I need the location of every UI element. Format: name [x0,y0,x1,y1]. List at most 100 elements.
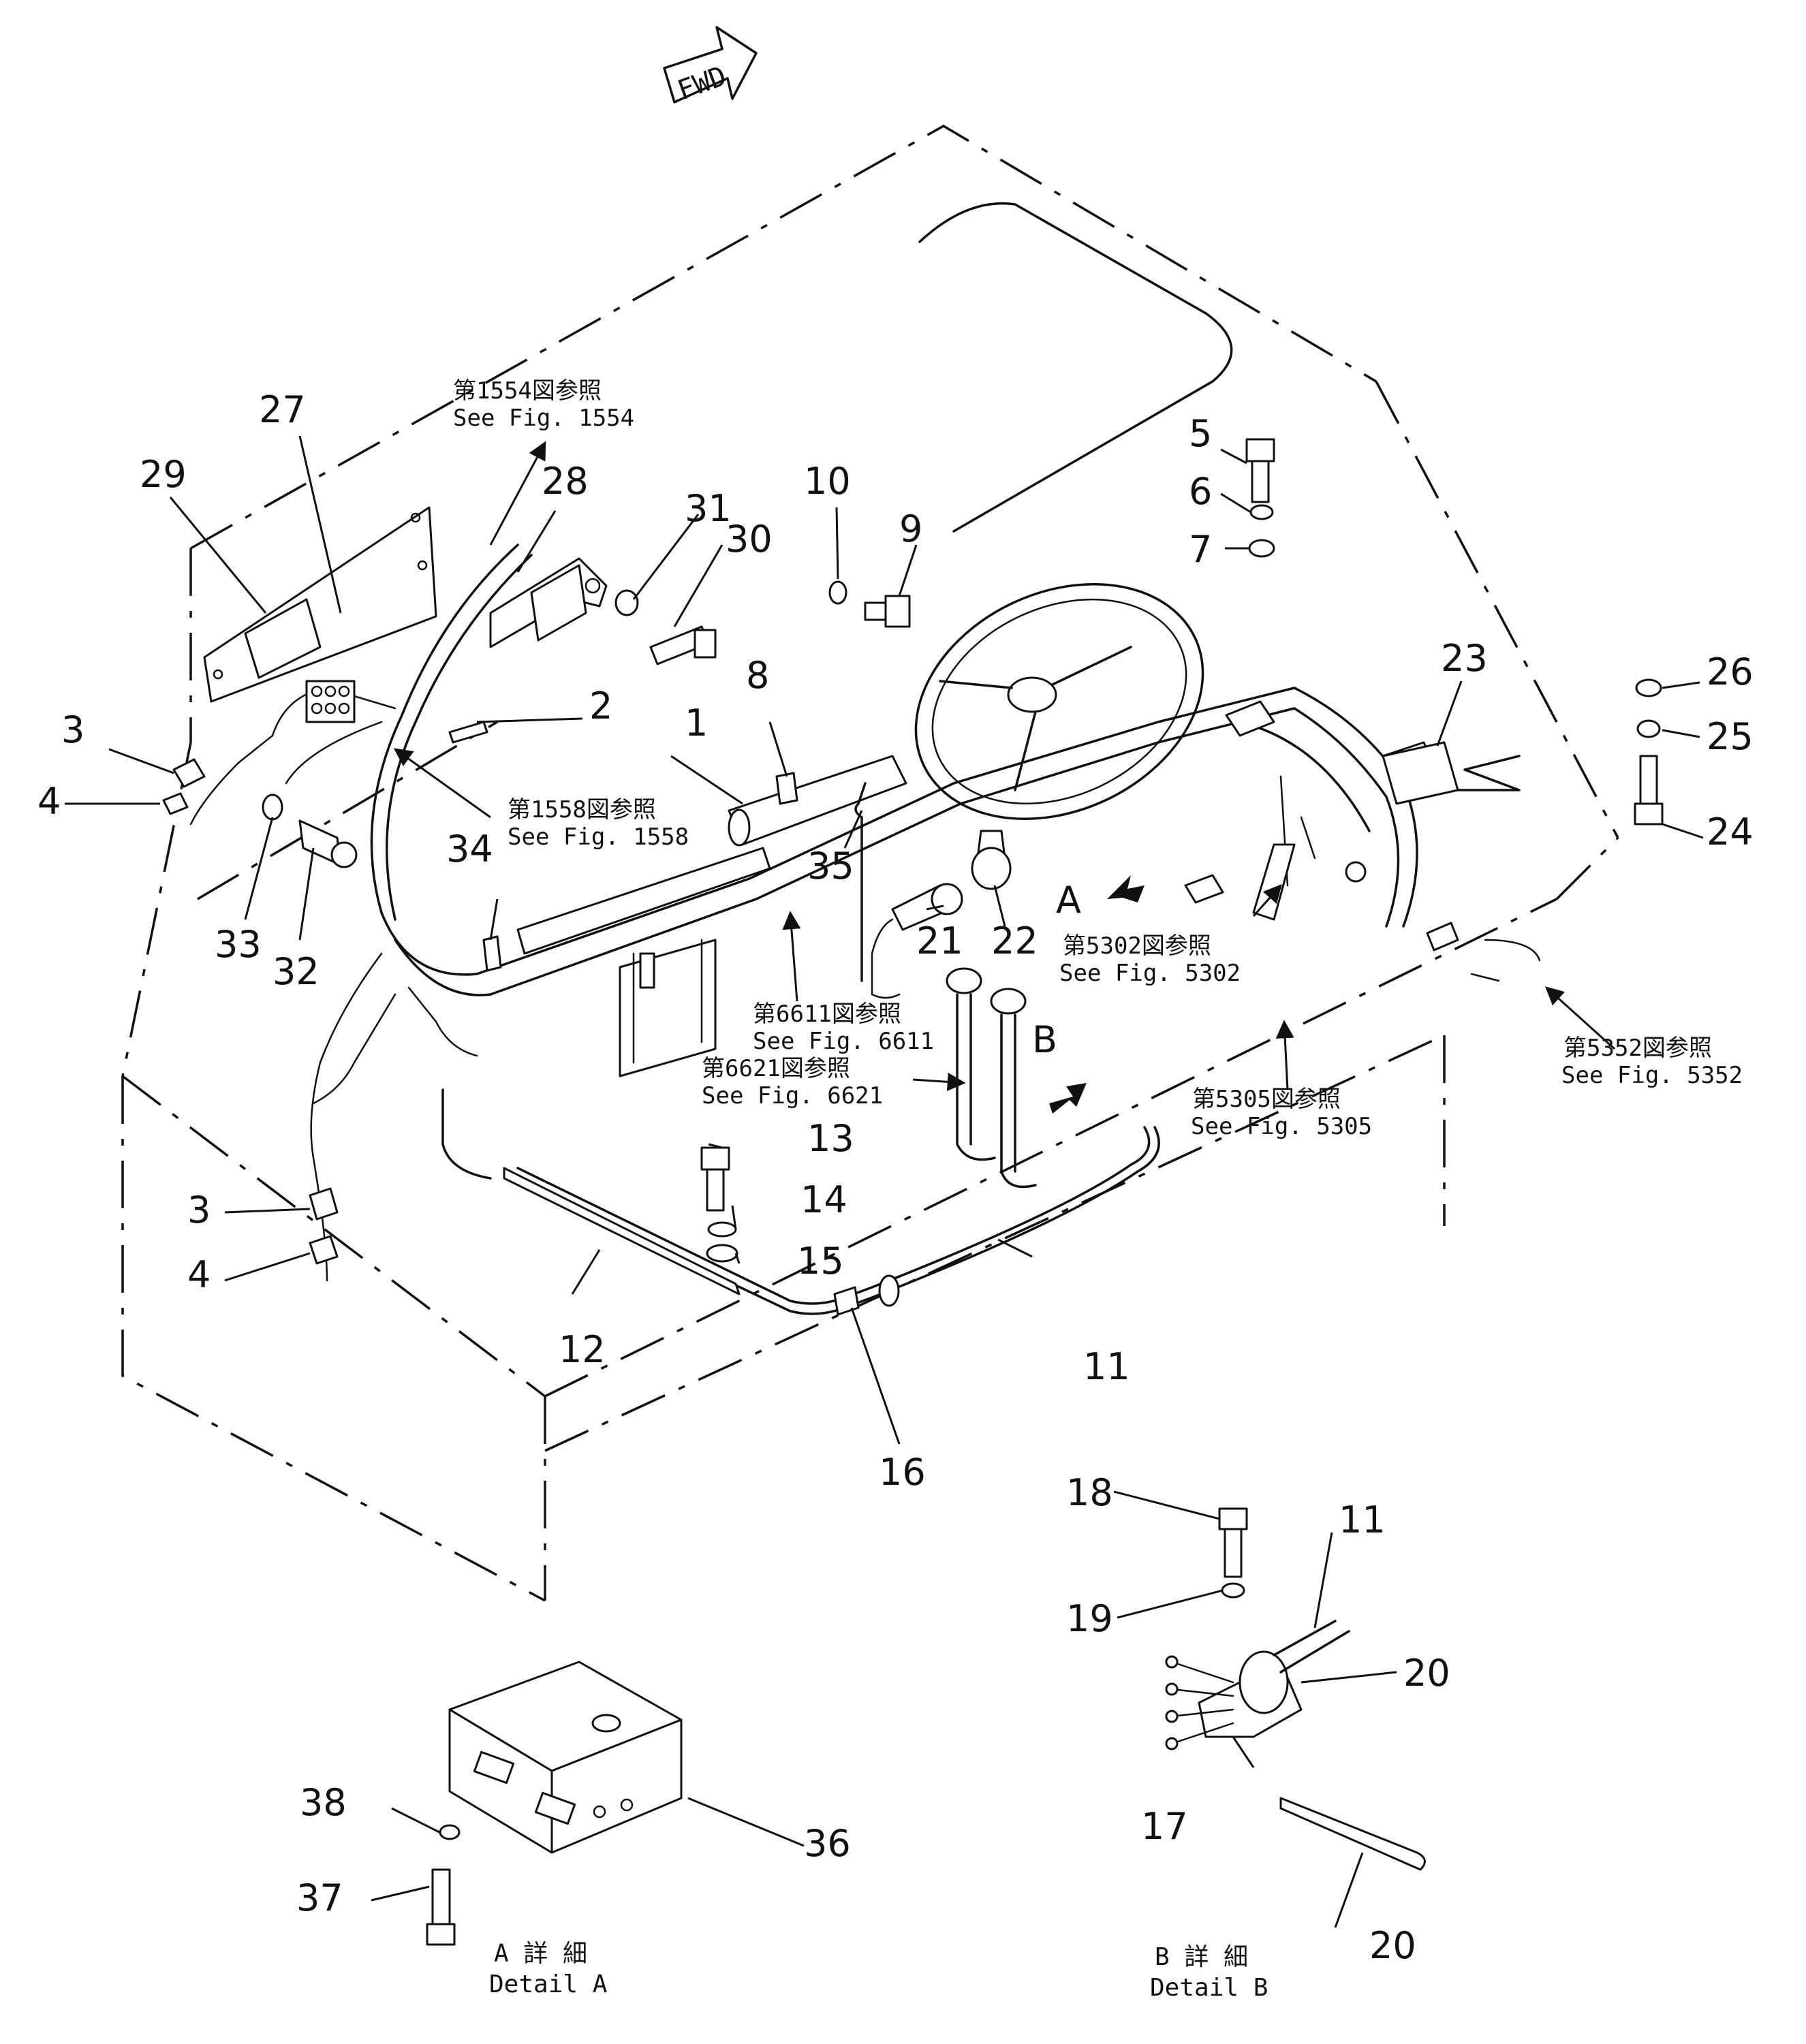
leader-lines [65,435,1704,1928]
callout-22: 22 [991,919,1038,962]
svg-text:See Fig. 5302: See Fig. 5302 [1059,960,1241,987]
callout-8: 8 [746,654,769,697]
lockwasher-25 [1636,719,1661,738]
svg-text:See Fig. 1554: See Fig. 1554 [453,405,634,432]
control-box-36 [448,1661,683,1854]
callout-18: 18 [1066,1471,1113,1514]
callout-7: 7 [1189,528,1212,571]
callout-11-detail: 11 [1339,1498,1386,1541]
svg-text:第5305図参照: 第5305図参照 [1192,1086,1341,1113]
bracket-28 [489,557,608,648]
clip-34 [482,935,502,972]
callout-11: 11 [1083,1345,1130,1388]
ref-fig5352: 第5352図参照 See Fig. 5352 [1561,1035,1743,1089]
view-b-arrow-icon [1049,1083,1087,1114]
callout-3: 3 [61,708,84,751]
svg-text:第5302図参照: 第5302図参照 [1063,932,1211,960]
cable-35 [854,782,867,982]
callout-numbers: 1 2 3 4 5 6 7 8 9 10 11 12 13 14 15 16 1… [37,388,1754,1967]
callout-1: 1 [685,702,708,744]
svg-text:第6621図参照: 第6621図参照 [702,1055,850,1082]
callout-38: 38 [300,1781,347,1824]
clamp-2 [448,721,488,744]
switch-22 [971,830,1012,890]
callout-33: 33 [215,923,262,966]
callout-17: 17 [1141,1805,1188,1848]
callout-35: 35 [807,845,854,887]
callout-37: 37 [296,1876,343,1919]
bolt-37 [426,1868,456,1946]
bolt-9 [864,595,911,628]
levers [946,967,1037,1189]
callout-21: 21 [916,919,963,962]
callout-24: 24 [1707,811,1754,853]
svg-text:Detail B: Detail B [1150,1974,1268,2002]
svg-text:B 詳 細: B 詳 細 [1155,1943,1248,1971]
bolt-13 [700,1146,730,1212]
washer-31 [614,589,639,616]
connector-3-bottom [309,1187,339,1221]
svg-text:See Fig. 5352: See Fig. 5352 [1561,1062,1743,1089]
svg-text:第1554図参照: 第1554図参照 [453,377,602,405]
lockwasher-6 [1249,504,1274,520]
washer-19 [1221,1582,1245,1599]
callout-4: 4 [37,780,61,823]
column-tube-1 [728,755,907,847]
callout-3-lower: 3 [187,1189,211,1231]
ref-fig1554: 第1554図参照 See Fig. 1554 [453,377,634,432]
svg-text:See Fig. 1558: See Fig. 1558 [508,823,689,851]
clip-16 [833,1286,860,1316]
bolt-24 [1634,755,1664,826]
washer-38 [439,1824,461,1840]
callout-20-top: 20 [1403,1652,1450,1695]
ref-fig5302: 第5302図参照 See Fig. 5302 [1059,932,1241,987]
callout-23: 23 [1441,637,1488,680]
connector-4-bottom [309,1235,339,1265]
switch-21 [871,883,963,999]
grommet-11 [878,1274,900,1307]
callout-14: 14 [800,1178,847,1221]
ref-fig6611: 第6611図参照 See Fig. 6611 [753,1001,934,1055]
svg-text:第6611図参照: 第6611図参照 [753,1001,901,1028]
bolt-32 [298,819,358,868]
callout-27: 27 [259,388,306,431]
ref-fig5305: 第5305図参照 See Fig. 5305 [1191,1086,1372,1140]
callout-12: 12 [559,1328,606,1371]
svg-text:See Fig. 5305: See Fig. 5305 [1191,1113,1372,1140]
bracket-23 [1382,741,1521,805]
lockwasher-14 [707,1221,737,1238]
clip-8 [775,772,798,805]
ref-fig6621: 第6621図参照 See Fig. 6621 [702,1055,883,1110]
callout-32: 32 [273,950,320,993]
plate-12 [503,1167,741,1295]
washer-10 [828,580,847,605]
view-b-label: B [1032,1018,1057,1061]
callout-10: 10 [804,460,851,503]
callout-2: 2 [589,685,612,727]
callout-25: 25 [1707,715,1754,758]
fwd-label: FWD [674,61,731,107]
svg-text:A 詳 細: A 詳 細 [494,1940,587,1968]
callout-5: 5 [1189,412,1212,455]
caption-detail-b: B 詳 細 Detail B [1150,1943,1268,2002]
svg-text:Detail A: Detail A [489,1970,608,1998]
cab-outline [121,124,1619,1602]
callout-6: 6 [1189,470,1212,513]
callout-15: 15 [797,1240,844,1283]
panel-27 [203,506,437,703]
svg-text:See Fig. 6621: See Fig. 6621 [702,1082,883,1110]
svg-text:See Fig. 6611: See Fig. 6611 [753,1028,934,1055]
callout-16: 16 [879,1451,926,1494]
box-left [516,847,771,1078]
washer-15 [706,1244,738,1263]
connector-assembly-17 [1165,1620,1350,1750]
bolt-18 [1218,1507,1248,1578]
callout-28: 28 [542,460,589,503]
callout-30: 30 [726,518,773,561]
callout-13: 13 [807,1117,854,1160]
view-a-arrow-icon [1107,875,1145,902]
washer-26 [1635,678,1662,697]
callout-36: 36 [804,1822,851,1865]
